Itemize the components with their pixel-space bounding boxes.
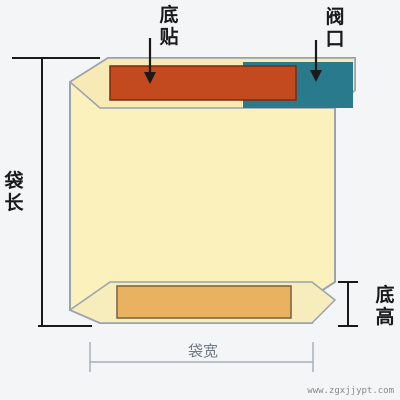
bag-width-label: 袋宽 (187, 342, 218, 360)
bottom-patch-label-char1: 底 (159, 4, 179, 26)
bag-length-label-char1: 袋 (4, 170, 24, 192)
bottom-height-label: 底 高 (372, 284, 398, 328)
bag-length-label: 袋 长 (2, 170, 26, 214)
bottom-patch-label-char2: 贴 (159, 26, 179, 48)
valve-port-arrowhead (310, 70, 322, 82)
bottom-patch-arrowhead (144, 72, 156, 84)
valve-port-label-char2: 口 (325, 28, 345, 50)
valve-port-label: 阀 口 (322, 6, 348, 50)
valve-port-label-char1: 阀 (325, 6, 345, 28)
watermark: www.zgxjjypt.com (307, 386, 394, 396)
bottom-block (116, 285, 292, 319)
bag-length-label-char2: 长 (4, 192, 24, 214)
bottom-height-label-char1: 底 (375, 284, 395, 306)
bottom-patch-area (109, 65, 297, 101)
bottom-patch-label: 底 贴 (156, 4, 182, 48)
bottom-height-label-char2: 高 (375, 306, 395, 328)
